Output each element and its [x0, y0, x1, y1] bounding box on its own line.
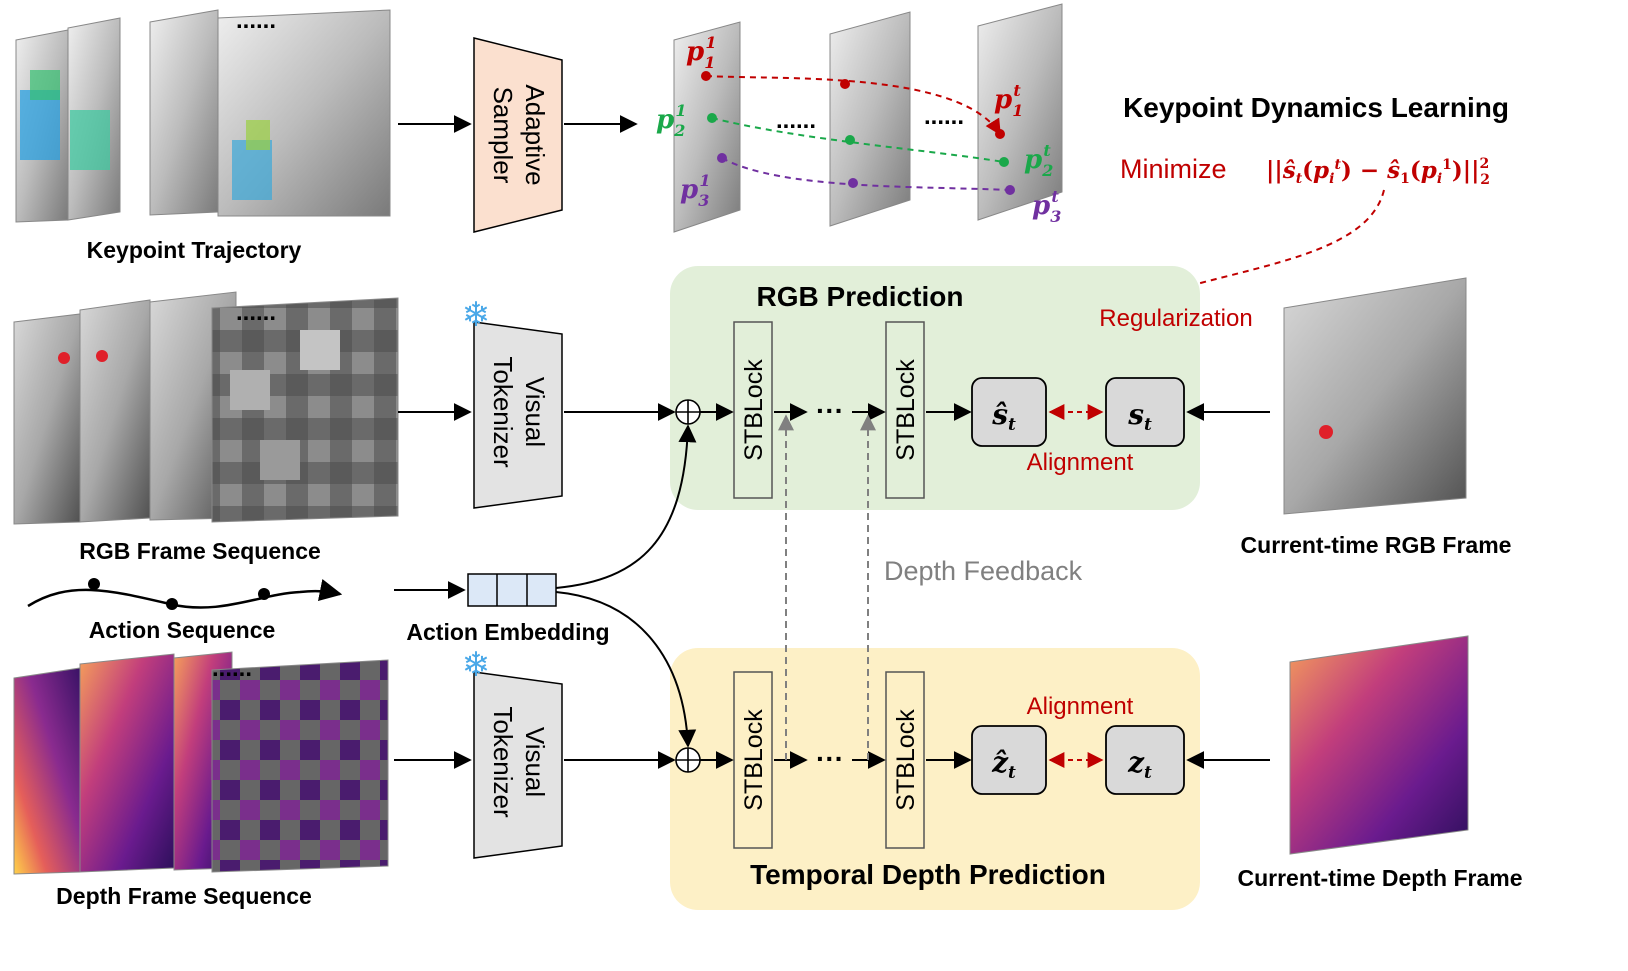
action-embedding-box	[467, 573, 557, 607]
snowflake-icon: ❄	[462, 646, 491, 684]
depth-target-symbol: zt	[1127, 746, 1152, 783]
rgb-frame-stack: ......	[13, 291, 399, 525]
svg-text:p2t: p2t	[1024, 141, 1053, 180]
action-sequence-label: Action Sequence	[89, 617, 276, 643]
minimize-label: Minimize	[1120, 154, 1227, 184]
rgb-prediction-panel	[670, 266, 1200, 510]
action-point-2	[166, 598, 178, 610]
depth-alignment-label: Alignment	[1027, 693, 1134, 720]
depth-stblock-1	[733, 671, 773, 849]
rgb-alignment-label: Alignment	[1027, 449, 1134, 476]
snowflake-icon: ❄	[462, 296, 491, 334]
svg-text:p3t: p3t	[1032, 187, 1061, 226]
trajectory-points	[20, 70, 272, 200]
depth-stblock-2	[885, 671, 925, 849]
rgb-stblock-2	[885, 321, 925, 499]
arrow-embedding-to-rgb-sum	[555, 424, 697, 589]
rgb-prediction-title: RGB Prediction	[757, 281, 964, 312]
rgb-frame-sequence-label: RGB Frame Sequence	[79, 538, 321, 564]
keypoint-dynamics-title: Keypoint Dynamics Learning	[1123, 92, 1509, 123]
sampler-line2: Sampler	[488, 87, 518, 184]
rgb-stblock-1-label: STBLock	[740, 359, 768, 461]
sampler-line1: Adaptive	[520, 84, 550, 185]
depth-target-box	[1105, 725, 1185, 795]
depth-pred-symbol: ẑt	[991, 746, 1016, 783]
rgb-tokenizer-line2: Tokenizer	[488, 356, 518, 468]
keypoint-tracks	[701, 71, 1015, 195]
depth-block-dots: ···	[816, 743, 844, 774]
depth-prediction-panel	[670, 648, 1200, 910]
svg-text:p21: p21	[656, 101, 686, 140]
sampled-frames: ...... ......	[673, 3, 1063, 233]
current-depth-frame	[1289, 635, 1469, 855]
svg-text:p31: p31	[680, 171, 710, 210]
rgb-tokenizer-line1: Visual	[520, 377, 550, 447]
rgb-target-box	[1105, 377, 1185, 447]
keypoint-trajectory-label: Keypoint Trajectory	[87, 237, 302, 263]
current-depth-label: Current-time Depth Frame	[1238, 865, 1523, 891]
keypoint-frame-stack: ......	[15, 7, 391, 223]
regularization-label: Regularization	[1099, 305, 1252, 332]
rgb-visual-tokenizer: Visual Tokenizer	[473, 321, 563, 509]
depth-tokenizer-line1: Visual	[520, 727, 550, 797]
depth-frame-stack: ......	[13, 651, 389, 875]
rgb-stblock-1	[733, 321, 773, 499]
depth-frame-sequence-label: Depth Frame Sequence	[56, 883, 312, 909]
arrow-embedding-to-depth-sum	[555, 591, 697, 748]
action-embedding-label: Action Embedding	[406, 619, 609, 645]
svg-text:p11: p11	[686, 33, 716, 72]
depth-stblock-2-label: STBLock	[892, 709, 920, 811]
depth-feedback-label: Depth Feedback	[884, 556, 1083, 586]
depth-tokenizer-line2: Tokenizer	[488, 706, 518, 818]
rgb-pred-box	[971, 377, 1047, 447]
current-rgb-object	[1319, 425, 1333, 439]
depth-feedback-arrows	[778, 414, 876, 760]
rgb-stack-dots: ......	[236, 299, 276, 326]
depth-visual-tokenizer: Visual Tokenizer	[473, 671, 563, 859]
keypoint-labels: p11 p21 p31 p1t p2t p3t	[656, 33, 1061, 226]
current-rgb-label: Current-time RGB Frame	[1241, 532, 1512, 558]
adaptive-sampler: Adaptive Sampler	[473, 37, 563, 233]
sampled-dots-1: ......	[776, 107, 816, 134]
depth-stblock-1-label: STBLock	[740, 709, 768, 811]
sampled-dots-2: ......	[924, 103, 964, 130]
rgb-target-symbol: st	[1127, 398, 1152, 435]
depth-stack-dots: ......	[212, 655, 252, 682]
depth-pred-box	[971, 725, 1047, 795]
action-point-3	[258, 588, 270, 600]
svg-text:p1t: p1t	[994, 81, 1023, 120]
rgb-stblock-2-label: STBLock	[892, 359, 920, 461]
depth-prediction-title: Temporal Depth Prediction	[750, 859, 1106, 890]
current-rgb-frame	[1283, 277, 1467, 515]
rgb-pred-symbol: ŝt	[991, 398, 1016, 435]
action-sequence-curve	[27, 578, 343, 609]
rgb-block-dots: ···	[816, 395, 844, 426]
action-point-1	[88, 578, 100, 590]
keypoint-dots: ......	[236, 7, 276, 34]
